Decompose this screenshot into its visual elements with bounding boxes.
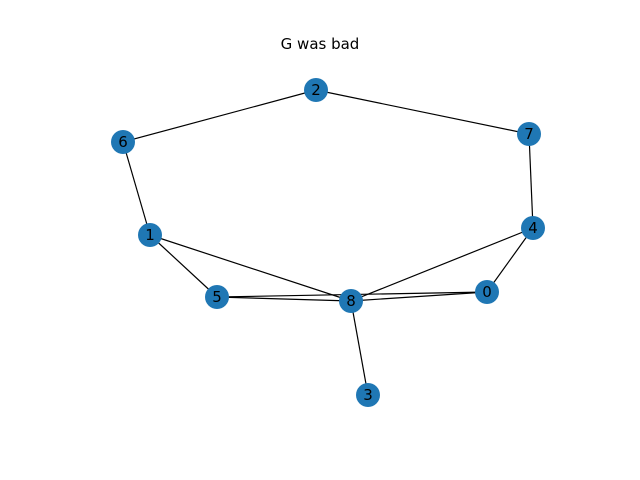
edge-6-1 bbox=[122, 141, 151, 236]
edge-8-0 bbox=[350, 291, 488, 302]
node-3: 3 bbox=[356, 383, 380, 407]
edge-1-8 bbox=[149, 234, 352, 302]
node-circle-0 bbox=[475, 280, 499, 304]
node-circle-4 bbox=[521, 216, 545, 240]
node-label-2: 2 bbox=[311, 81, 321, 99]
node-circle-1 bbox=[138, 223, 162, 247]
node-label-6: 6 bbox=[118, 133, 128, 151]
node-circle-2 bbox=[304, 78, 328, 102]
node-7: 7 bbox=[517, 122, 541, 146]
edge-2-6 bbox=[122, 89, 317, 143]
node-2: 2 bbox=[304, 78, 328, 102]
node-label-7: 7 bbox=[524, 125, 534, 143]
node-circle-5 bbox=[205, 285, 229, 309]
node-label-3: 3 bbox=[363, 386, 373, 404]
edge-1-5 bbox=[149, 234, 218, 298]
node-circle-6 bbox=[111, 130, 135, 154]
node-label-4: 4 bbox=[528, 219, 538, 237]
node-0: 0 bbox=[475, 280, 499, 304]
node-5: 5 bbox=[205, 285, 229, 309]
node-1: 1 bbox=[138, 223, 162, 247]
edge-7-4 bbox=[528, 133, 534, 229]
edge-4-8 bbox=[350, 227, 534, 302]
node-circle-8 bbox=[339, 289, 363, 313]
nodes-layer: 0 1 2 3 4 5 6 7 8 bbox=[111, 78, 545, 407]
node-4: 4 bbox=[521, 216, 545, 240]
edge-2-7 bbox=[315, 89, 530, 135]
node-circle-3 bbox=[356, 383, 380, 407]
node-8: 8 bbox=[339, 289, 363, 313]
edge-8-3 bbox=[350, 300, 369, 396]
node-label-1: 1 bbox=[145, 226, 155, 244]
edges-layer bbox=[122, 89, 534, 396]
edge-4-0 bbox=[486, 227, 534, 293]
node-label-0: 0 bbox=[482, 283, 492, 301]
edge-5-8 bbox=[216, 296, 352, 302]
node-label-8: 8 bbox=[346, 292, 356, 310]
node-6: 6 bbox=[111, 130, 135, 154]
node-label-5: 5 bbox=[212, 288, 222, 306]
diagram-title: G was bad bbox=[281, 35, 360, 53]
node-circle-7 bbox=[517, 122, 541, 146]
